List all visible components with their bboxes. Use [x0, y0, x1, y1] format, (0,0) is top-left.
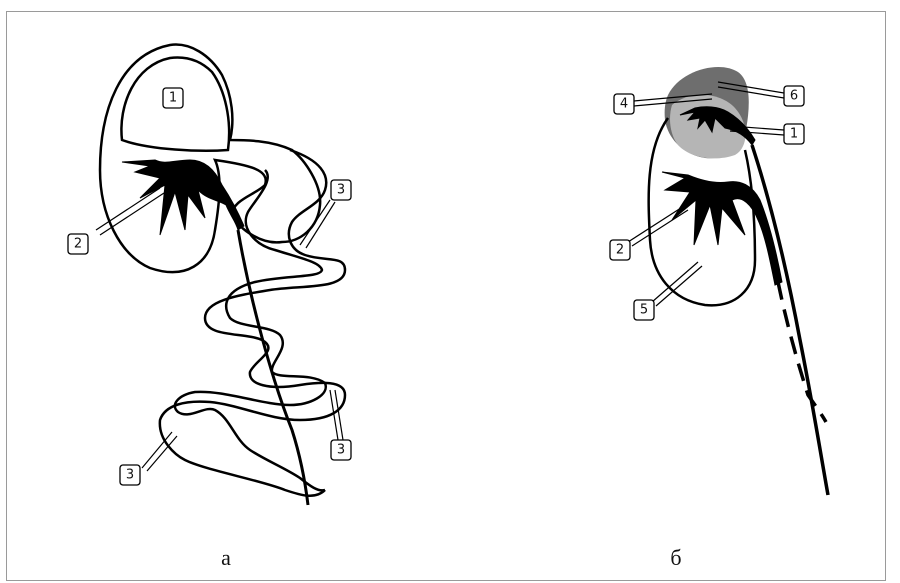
ureter-line-b-upper	[752, 145, 828, 495]
kidney-outline-a	[100, 45, 320, 273]
svg-text:2: 2	[616, 243, 624, 258]
svg-text:1: 1	[790, 127, 798, 142]
svg-text:5: 5	[640, 303, 648, 318]
panel-b-caption: б	[670, 545, 681, 570]
callout-a-3-bottom-right: 3	[330, 390, 351, 460]
callout-a-2: 2	[68, 188, 164, 254]
ureter-inner-a	[175, 170, 326, 490]
svg-text:3: 3	[126, 468, 134, 483]
callout-a-1: 1	[163, 88, 183, 108]
svg-text:3: 3	[337, 443, 345, 458]
svg-text:1: 1	[169, 91, 177, 106]
svg-text:6: 6	[790, 89, 798, 104]
callout-b-5: 5	[634, 262, 702, 320]
svg-text:3: 3	[337, 183, 345, 198]
svg-text:2: 2	[74, 237, 82, 252]
callout-a-3-bottom-left: 3	[120, 432, 177, 485]
panel-a-caption: а	[221, 545, 231, 570]
renal-pelvis-a	[122, 160, 244, 235]
panel-a	[100, 45, 345, 505]
svg-text:4: 4	[620, 97, 628, 112]
